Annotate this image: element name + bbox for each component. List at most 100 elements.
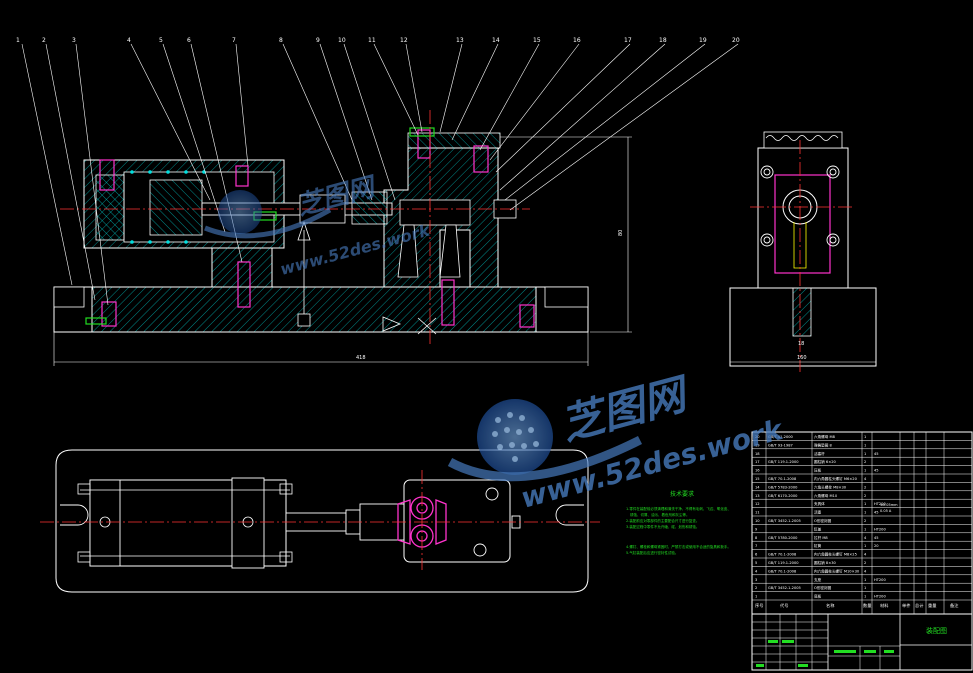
notes-title: 技术要求 bbox=[670, 490, 694, 498]
parts-cell: 六角螺母 M8 bbox=[814, 434, 836, 439]
parts-cell: O形密封圈 bbox=[814, 518, 832, 523]
parts-header-cell: 备注 bbox=[950, 602, 959, 609]
parts-cell: 11 bbox=[755, 511, 760, 515]
balloon-9: 9 bbox=[316, 37, 320, 44]
parts-cell: GB/T 119.1-2000 bbox=[768, 561, 799, 565]
parts-cell: 14 bbox=[755, 485, 760, 489]
parts-cell: 10 bbox=[755, 519, 760, 523]
parts-cell: 45 bbox=[874, 536, 879, 540]
parts-cell: GB/T 70.1-2008 bbox=[768, 569, 797, 573]
dim-main-width: 418 bbox=[356, 355, 366, 361]
notes-line-6: 5.气缸装配后应进行密封性试验。 bbox=[626, 550, 678, 555]
parts-cell: 1 bbox=[864, 578, 866, 582]
parts-header-cell: 总计 bbox=[915, 602, 923, 609]
parts-cell: 圆柱销 6×20 bbox=[814, 459, 837, 464]
parts-cell: 4 bbox=[864, 536, 867, 540]
balloon-16: 16 bbox=[573, 37, 581, 44]
notes-line-3: 2.装配前应对零部件的主要配合尺寸进行复查。 bbox=[626, 518, 699, 523]
parts-cell: 1 bbox=[864, 544, 866, 548]
parts-cell: 内六角圆柱头螺钉 M6×20 bbox=[814, 476, 858, 481]
parts-cell: 2 bbox=[864, 485, 866, 489]
drawing-title: 装配图 bbox=[926, 626, 947, 635]
notes-line-5: 4.螺钉、螺栓和螺母紧固时，严禁打击或使用不合适的旋具和扳手。 bbox=[626, 544, 731, 549]
balloon-2: 2 bbox=[42, 37, 46, 44]
parts-cell: 缸盖 bbox=[814, 526, 822, 531]
parts-cell: 45 bbox=[874, 469, 879, 473]
side-note-1: ≤0.05mm bbox=[880, 503, 898, 507]
parts-cell: 压板 bbox=[814, 468, 822, 473]
dim-main-height: 80 bbox=[618, 230, 624, 236]
parts-cell: HT200 bbox=[874, 502, 886, 506]
parts-cell: 7 bbox=[755, 544, 757, 548]
parts-cell: 4 bbox=[864, 569, 867, 573]
parts-header-cell: 材料 bbox=[880, 602, 889, 609]
parts-cell: 内六角圆柱头螺钉 M10×30 bbox=[814, 568, 860, 573]
parts-cell: 15 bbox=[755, 477, 760, 481]
parts-cell: 4 bbox=[864, 477, 867, 481]
side-note-2: 0.05 A bbox=[880, 509, 892, 513]
parts-cell: 1 bbox=[864, 452, 866, 456]
parts-header-cell: 数量 bbox=[863, 602, 871, 609]
parts-cell: 2 bbox=[864, 519, 866, 523]
parts-cell: 六角头螺栓 M8×30 bbox=[814, 484, 847, 489]
dim-side-bolt: 18 bbox=[798, 341, 804, 347]
parts-cell: 6 bbox=[755, 553, 758, 557]
parts-cell: 5 bbox=[755, 561, 757, 565]
parts-cell: GB/T 93-1987 bbox=[768, 443, 793, 447]
parts-header-cell: 重量 bbox=[928, 602, 936, 609]
parts-cell: 4 bbox=[755, 569, 758, 573]
parts-header-cell: 序号 bbox=[755, 602, 763, 609]
balloon-labels: 1 2 3 4 5 6 7 8 9 10 11 12 13 14 15 16 1… bbox=[16, 37, 740, 44]
notes-line-4: 3.装配过程中零件不允许磕、碰、划伤和锈蚀。 bbox=[626, 524, 699, 529]
parts-cell: 16 bbox=[755, 469, 760, 473]
balloon-20: 20 bbox=[732, 37, 740, 44]
parts-cell: 底板 bbox=[814, 594, 822, 599]
balloon-13: 13 bbox=[456, 37, 464, 44]
parts-cell: 13 bbox=[755, 494, 760, 498]
technical-notes: 技术要求 1.零件在装配前必须清理和清洗干净，不得有毛刺、飞边、氧化皮、 锈蚀、… bbox=[626, 490, 731, 555]
parts-cell: 9 bbox=[755, 527, 758, 531]
notes-line-2: 锈蚀、切屑、油污、着色剂和灰尘等。 bbox=[630, 512, 690, 517]
parts-cell: GB/T 70.1-2008 bbox=[768, 477, 797, 481]
parts-cell: 19 bbox=[755, 443, 760, 447]
parts-header-cell: 名称 bbox=[826, 602, 834, 609]
side-view: 160 18 bbox=[729, 131, 877, 372]
parts-cell: 2 bbox=[864, 460, 866, 464]
balloon-4: 4 bbox=[127, 37, 131, 44]
parts-cell: 活塞 bbox=[814, 510, 822, 515]
parts-cell: O形密封圈 bbox=[814, 585, 832, 590]
parts-cell: 六角螺母 M10 bbox=[814, 493, 838, 498]
parts-cell: 缸筒 bbox=[814, 543, 822, 548]
parts-cell: 2 bbox=[864, 494, 866, 498]
dim-side-width: 160 bbox=[797, 355, 807, 361]
front-view: 418 80 bbox=[21, 43, 739, 366]
parts-cell: 2 bbox=[755, 586, 757, 590]
balloon-5: 5 bbox=[159, 37, 163, 44]
balloon-18: 18 bbox=[659, 37, 667, 44]
parts-cell: 夹具体 bbox=[814, 501, 825, 506]
parts-cell: HT200 bbox=[874, 595, 886, 599]
parts-cell: HT200 bbox=[874, 578, 886, 582]
parts-cell: 1 bbox=[864, 435, 866, 439]
parts-cell: 1 bbox=[864, 469, 866, 473]
parts-cell: GB/T 3452.1-2005 bbox=[768, 519, 801, 523]
balloon-17: 17 bbox=[624, 37, 632, 44]
notes-line-1: 1.零件在装配前必须清理和清洗干净，不得有毛刺、飞边、氧化皮、 bbox=[626, 506, 731, 511]
parts-cell: 20 bbox=[755, 435, 760, 439]
balloon-12: 12 bbox=[400, 37, 408, 44]
parts-cell: GB/T 41-2000 bbox=[768, 435, 794, 439]
parts-cell: 1 bbox=[864, 511, 866, 515]
parts-cell: 拉杆 M8 bbox=[814, 535, 828, 540]
balloon-15: 15 bbox=[533, 37, 541, 44]
parts-cell: 1 bbox=[864, 595, 866, 599]
parts-cell: 4 bbox=[864, 553, 867, 557]
balloon-10: 10 bbox=[338, 37, 346, 44]
balloon-19: 19 bbox=[699, 37, 707, 44]
parts-cell: 2 bbox=[864, 561, 866, 565]
balloon-14: 14 bbox=[492, 37, 500, 44]
parts-cell: HT200 bbox=[874, 527, 886, 531]
parts-cell: GB/T 6170-2000 bbox=[768, 494, 798, 498]
